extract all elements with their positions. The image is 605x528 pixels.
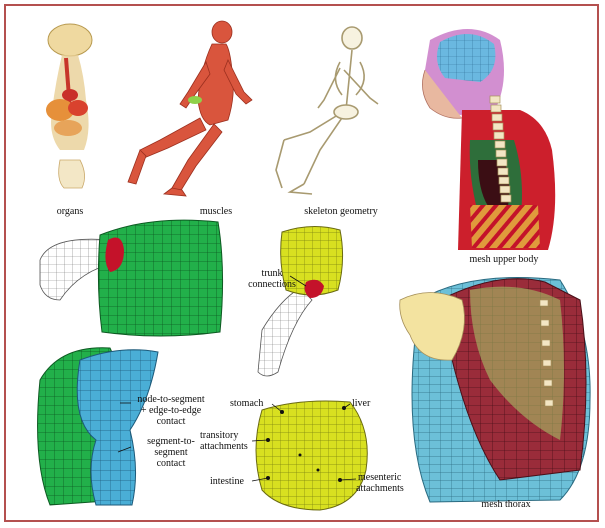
- label-organs: organs: [46, 206, 94, 217]
- mesh-upper-body-illustration: [422, 29, 555, 250]
- label-node-to-segment: node-to-segment: [128, 394, 214, 405]
- label-connections: connections: [240, 279, 304, 290]
- label-attachments-1: attachments: [200, 441, 248, 452]
- label-stomach: stomach: [230, 398, 263, 409]
- label-contact-2: contact: [128, 458, 214, 469]
- label-attachments-2: attachments: [356, 483, 404, 494]
- organs-illustration: [46, 24, 92, 188]
- label-liver: liver: [352, 398, 370, 409]
- skeleton-illustration: [276, 27, 378, 194]
- label-transitory: transitory: [200, 430, 238, 441]
- label-mesh-thorax: mesh thorax: [466, 499, 546, 510]
- label-contact-1: contact: [128, 416, 214, 427]
- trunk-mesh-illustration: [40, 220, 223, 336]
- abdomen-organs-illustration: [256, 401, 367, 510]
- label-skeleton-geometry: skeleton geometry: [292, 206, 390, 217]
- label-mesh-upper-body: mesh upper body: [456, 254, 552, 265]
- label-muscles: muscles: [188, 206, 244, 217]
- label-trunk: trunk: [248, 268, 296, 279]
- mesh-thorax-illustration: [400, 278, 590, 503]
- label-edge-to-edge: + edge-to-edge: [128, 405, 214, 416]
- label-intestine: intestine: [210, 476, 244, 487]
- trunk-connections-illustration: [258, 226, 343, 376]
- muscles-illustration: [128, 21, 252, 196]
- label-mesenteric: mesenteric: [358, 472, 401, 483]
